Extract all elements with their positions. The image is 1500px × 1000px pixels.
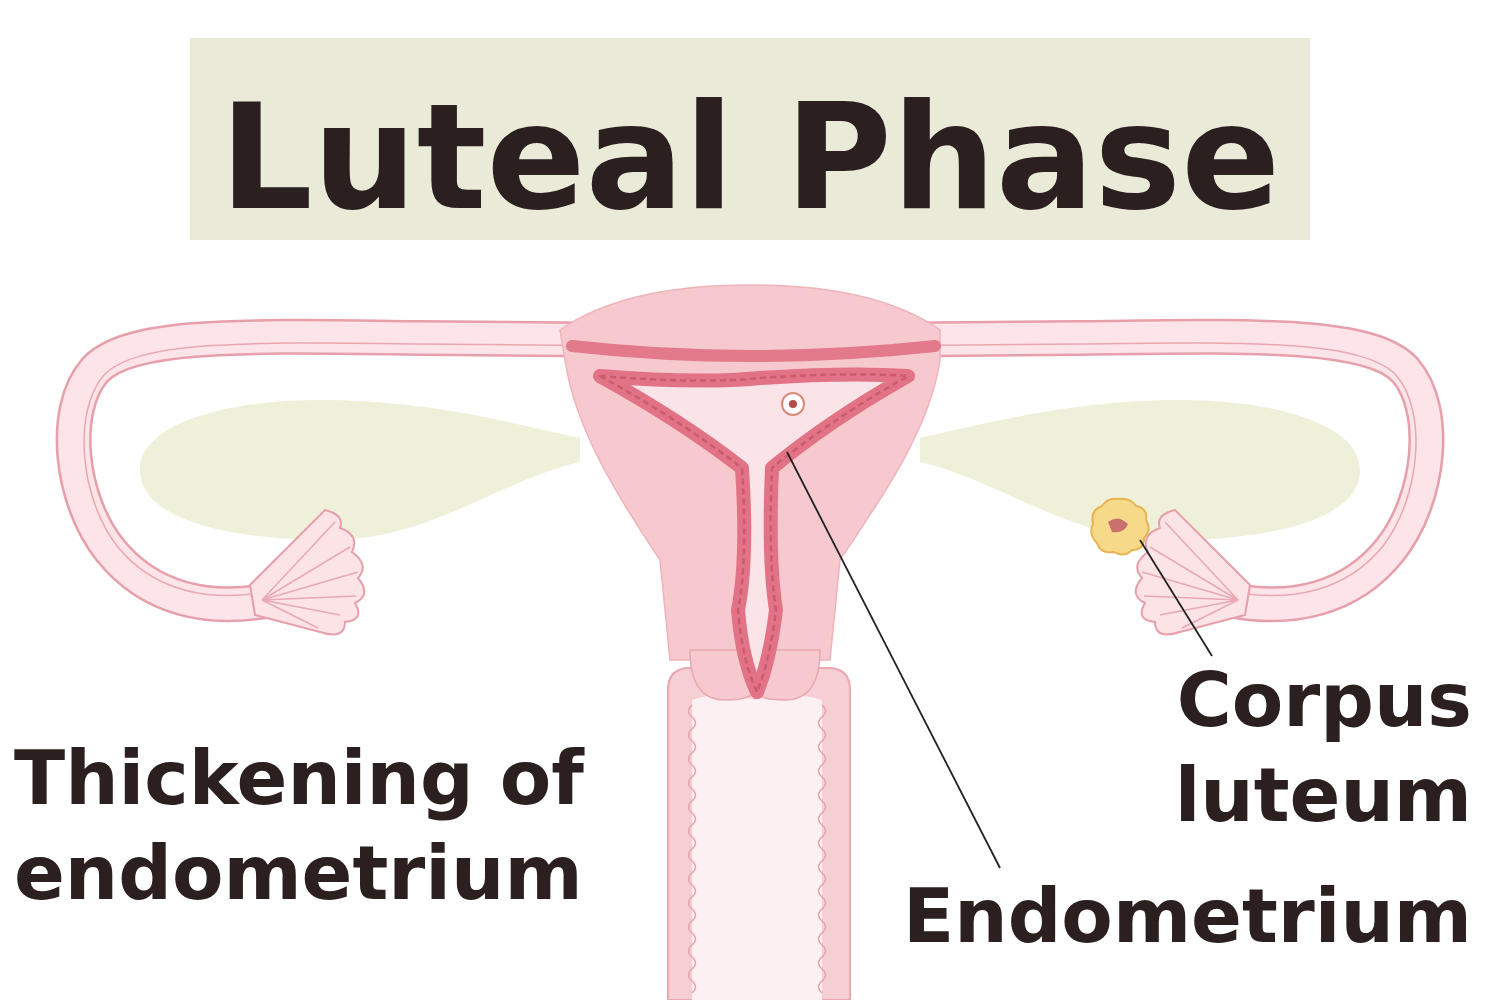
vagina [668,668,850,1000]
ovary [140,400,580,540]
endometrium [600,374,908,692]
part-label: Endometrium [880,869,1472,964]
adnexa [74,337,640,635]
fundus-endometrium [572,346,935,356]
leader-line [1140,540,1212,656]
vaginal-canal [692,695,822,1000]
embryo-core [789,400,797,408]
vaginal-rugae [689,705,826,993]
corpus-luteum [1091,499,1148,555]
endometrium-texture [600,374,908,692]
fimbriae-fingers [262,522,358,628]
leader-line [787,452,1000,868]
corpus-luteum-body [1091,499,1148,555]
fimbriae [250,510,364,634]
title: Luteal Phase [200,56,1300,258]
adnexa-right [860,337,1426,635]
corpus-luteum-core [1108,518,1128,532]
tube-lumen [84,343,640,595]
part-label: Thickening of endometrium [14,731,664,921]
embryo [782,393,804,415]
part-label: Corpus luteum [1152,653,1472,843]
